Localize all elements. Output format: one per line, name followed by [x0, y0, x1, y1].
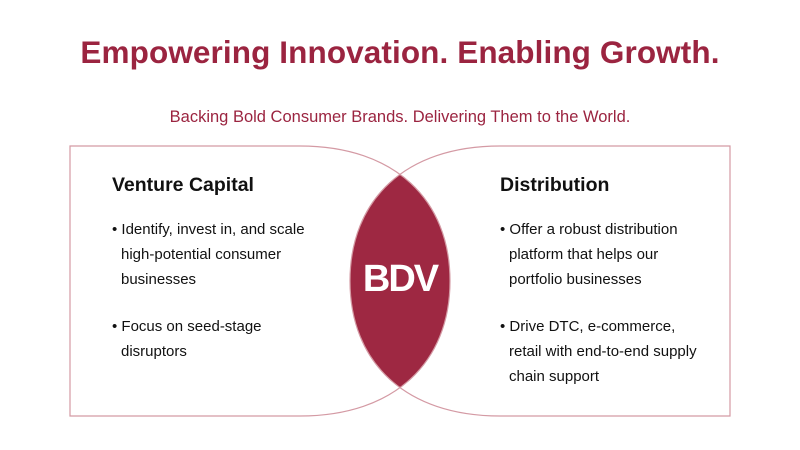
distribution-panel: Distribution Offer a robust distribution…: [500, 174, 730, 411]
bullet-item: Identify, invest in, and scale high-pote…: [112, 217, 311, 292]
right-panel-outline: [349, 145, 731, 417]
panel-heading: Distribution: [500, 174, 610, 196]
bullet-item: Focus on seed-stage disruptors: [112, 314, 291, 364]
panel-heading: Venture Capital: [112, 174, 254, 196]
page-title: Empowering Innovation. Enabling Growth.: [80, 34, 720, 70]
bullet-item: Offer a robust distribution platform tha…: [500, 217, 709, 292]
page-subtitle: Backing Bold Consumer Brands. Delivering…: [169, 108, 631, 126]
venture-capital-panel: Venture Capital Identify, invest in, and…: [112, 174, 342, 386]
left-panel-outline: [69, 145, 451, 417]
bullet-item: Drive DTC, e-commerce, retail with end-t…: [500, 314, 699, 389]
bdv-logo: BDV: [362, 258, 439, 300]
